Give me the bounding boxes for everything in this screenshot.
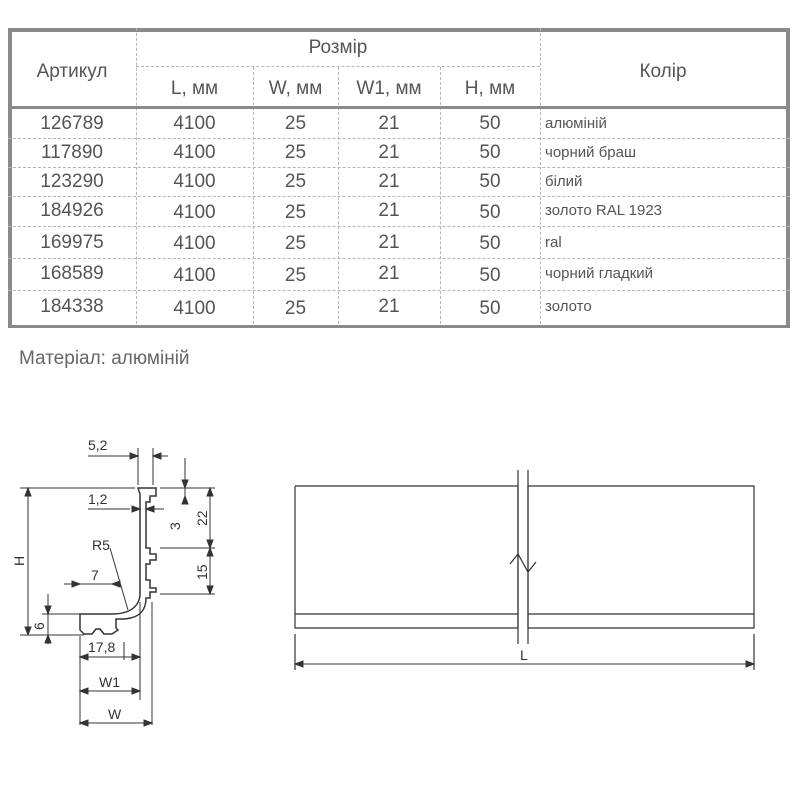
cell-W1: 21 [378,263,400,284]
cell-color: алюміній [545,115,607,132]
cell-article: 123290 [40,171,104,192]
cell-W: 25 [284,113,307,134]
cell-H: 50 [479,298,501,319]
table-row: 126789 4100 25 21 50 алюміній [8,109,790,139]
cell-W1: 21 [378,142,400,163]
cell-article: 184338 [40,296,104,317]
cell-color: ral [545,234,562,251]
label-W: W [108,706,122,722]
cell-color: білий [545,173,583,190]
row-divider [8,138,790,139]
cell-H: 50 [479,265,501,286]
cell-W: 25 [284,265,307,286]
cell-color: золото RAL 1923 [545,202,663,219]
cell-L: 4100 [173,142,216,163]
cell-L: 4100 [173,298,216,319]
header-divider [136,66,540,67]
col-divider [440,67,441,324]
spec-table: Артикул Розмір Колір L, мм W, мм W1, мм … [8,28,790,328]
cell-W: 25 [284,202,307,223]
header-W: W, мм [268,78,323,99]
material-note: Матеріал: алюміній [19,348,190,369]
dim-3: 3 [167,522,183,530]
header-H: H, мм [464,78,516,99]
table-row: 184338 4100 25 21 50 золото [8,292,790,322]
cell-article: 168589 [40,263,104,284]
col-divider [338,67,339,324]
cell-W1: 21 [378,296,400,317]
table-row: 168589 4100 25 21 50 чорний гладкий [8,259,790,289]
row-divider [8,196,790,197]
dim-17-8: 17,8 [88,639,115,655]
cell-W: 25 [284,233,307,254]
row-divider [8,258,790,259]
dim-radius: R5 [92,537,110,553]
cell-L: 4100 [173,265,216,286]
cell-W1: 21 [378,113,400,134]
cell-L: 4100 [173,202,216,223]
cell-W1: 21 [378,232,400,253]
cell-article: 184926 [40,200,104,221]
cell-W1: 21 [378,200,400,221]
header-color: Колір [639,61,687,82]
label-L: L [520,647,528,663]
dim-1-2: 1,2 [88,491,108,507]
cell-W: 25 [284,298,307,319]
label-W1: W1 [99,674,120,690]
cell-H: 50 [479,142,501,163]
cell-L: 4100 [173,171,216,192]
cell-W: 25 [284,171,307,192]
col-divider [540,28,541,324]
cell-H: 50 [479,202,501,223]
header-article: Артикул [36,61,108,82]
dim-6: 6 [31,622,47,630]
row-divider [8,290,790,291]
cell-W1: 21 [378,171,400,192]
row-divider [8,226,790,227]
table-row: 117890 4100 25 21 50 чорний браш [8,138,790,168]
profile-drawing: 5,2 1,2 3 22 15 R5 7 6 H 17,8 W1 W [11,437,215,727]
cell-color: золото [545,298,592,315]
cell-W: 25 [284,142,307,163]
col-divider [136,28,137,324]
label-H: H [11,556,27,566]
table-row: 123290 4100 25 21 50 білий [8,167,790,197]
dim-5-2: 5,2 [88,437,108,453]
cell-article: 169975 [40,232,104,253]
header-L: L, мм [170,78,219,99]
cell-color: чорний браш [545,144,637,161]
table-row: 169975 4100 25 21 50 ral [8,228,790,258]
cell-H: 50 [479,233,501,254]
cell-H: 50 [479,113,501,134]
header-W1: W1, мм [356,78,422,99]
cell-L: 4100 [173,233,216,254]
table-row: 184926 4100 25 21 50 золото RAL 1923 [8,196,790,226]
dim-15: 15 [194,564,210,580]
cell-L: 4100 [173,113,216,134]
dim-7: 7 [91,567,99,583]
header-size: Розмір [308,37,368,58]
cell-H: 50 [479,171,501,192]
header-bottom-border [8,106,790,109]
row-divider [8,167,790,168]
table-frame [8,28,790,328]
col-divider [253,67,254,324]
cell-article: 126789 [40,113,104,134]
cell-color: чорний гладкий [545,265,654,282]
cell-article: 117890 [41,142,103,163]
dim-22: 22 [194,510,210,526]
